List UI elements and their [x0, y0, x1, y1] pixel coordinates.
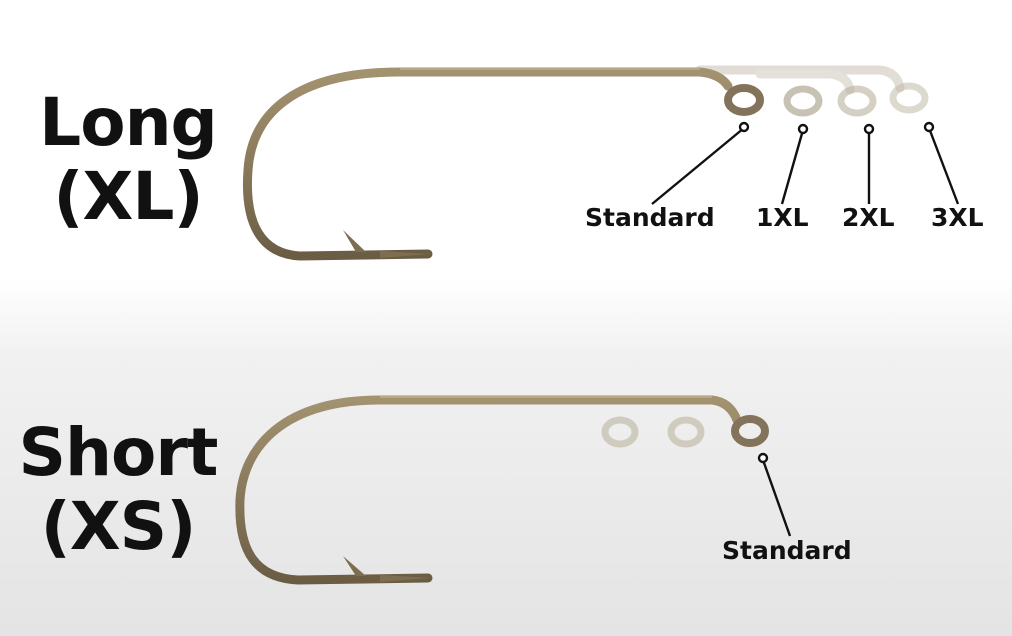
- short-heading-line1: Short: [18, 414, 219, 491]
- long-heading-line2: (XL): [53, 158, 203, 235]
- long-leader-dots: [738, 121, 935, 135]
- short-ghost-eye-2: [667, 416, 705, 448]
- short-heading-line2: (XS): [40, 488, 197, 565]
- short-ghost-eye-1: [601, 416, 639, 448]
- long-heading: Long (XL): [28, 86, 228, 234]
- long-hook-barb: [343, 230, 366, 252]
- short-hook-barb: [343, 556, 366, 576]
- short-heading: Short (XS): [18, 414, 219, 565]
- long-ghost-eye-3xl: [889, 82, 929, 114]
- long-leader-lines: [651, 127, 960, 205]
- label-3xl: 3XL: [931, 203, 984, 232]
- short-standard-eye: [731, 415, 769, 447]
- long-ghost-eye-1xl: [783, 85, 823, 117]
- long-standard-eye: [724, 84, 764, 116]
- long-hook-wire: [242, 67, 733, 261]
- short-leader-line: [761, 459, 792, 537]
- label-2xl: 2XL: [842, 203, 895, 232]
- short-hook-wire: [235, 395, 742, 585]
- label-standard-long: Standard: [585, 203, 715, 232]
- label-standard-short: Standard: [722, 536, 852, 565]
- short-leader-dot: [757, 452, 769, 464]
- long-hook-group: Standard 1XL 2XL 3XL: [242, 65, 984, 261]
- long-ghost-eye-2xl: [837, 85, 877, 117]
- short-hook-group: Standard: [235, 395, 852, 585]
- long-heading-line1: Long: [39, 84, 218, 161]
- label-1xl: 1XL: [756, 203, 809, 232]
